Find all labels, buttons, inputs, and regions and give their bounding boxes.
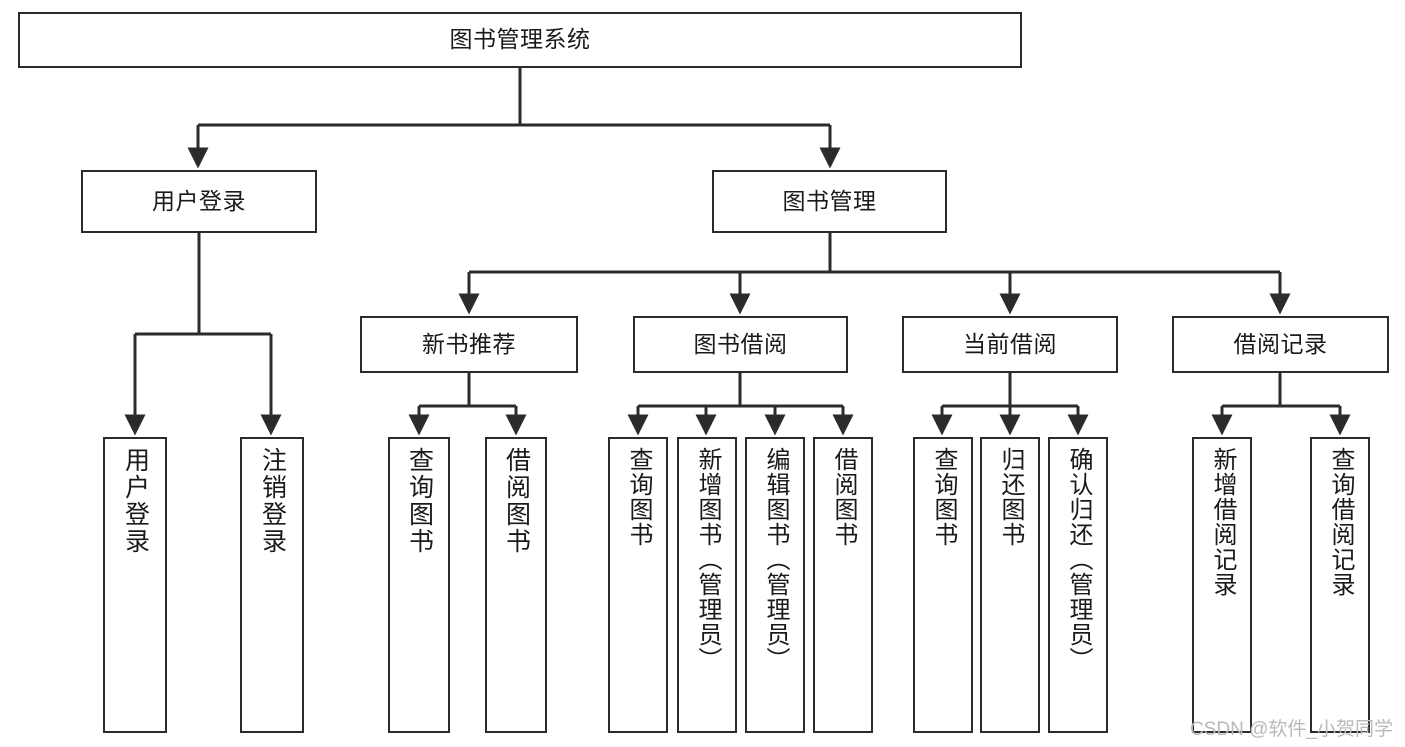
edge-current-borrow-to-leaves	[931, 373, 1089, 436]
node-label: 当前借阅	[963, 330, 1057, 357]
node-label: 查询借阅记录	[1327, 447, 1354, 597]
leaf-borrow-record-query[interactable]: 查询借阅记录	[1310, 437, 1370, 733]
node-book-borrow[interactable]: 图书借阅	[633, 316, 848, 373]
node-label: 注销登录	[258, 447, 287, 555]
node-label: 新增借阅记录	[1209, 447, 1236, 597]
edge-book-mgmt-to-level2	[458, 233, 1291, 315]
leaf-current-borrow-query[interactable]: 查询图书	[913, 437, 973, 733]
node-label: 查询图书	[625, 447, 652, 547]
leaf-current-borrow-confirm-return[interactable]: 确认归还（管理员）	[1048, 437, 1108, 733]
node-root-system[interactable]: 图书管理系统	[18, 12, 1022, 68]
leaf-current-borrow-return[interactable]: 归还图书	[980, 437, 1040, 733]
leaf-book-borrow-query[interactable]: 查询图书	[608, 437, 668, 733]
edge-root-to-level1	[187, 68, 841, 169]
node-label: 新增图书（管理员）	[694, 447, 721, 672]
node-label: 借阅图书	[830, 447, 857, 547]
node-label: 确认归还（管理员）	[1065, 447, 1092, 672]
edge-new-book-to-leaves	[408, 373, 527, 436]
node-label: 查询图书	[930, 447, 957, 547]
edge-user-login-to-leaves	[124, 233, 282, 436]
leaf-user-login-signout[interactable]: 注销登录	[240, 437, 304, 733]
node-label: 图书管理系统	[449, 26, 591, 53]
node-book-management[interactable]: 图书管理	[712, 170, 947, 233]
leaf-user-login-signin[interactable]: 用户登录	[103, 437, 167, 733]
node-borrow-record[interactable]: 借阅记录	[1172, 316, 1389, 373]
leaf-book-borrow-lend[interactable]: 借阅图书	[813, 437, 873, 733]
node-label: 归还图书	[997, 447, 1024, 547]
leaf-borrow-record-add[interactable]: 新增借阅记录	[1192, 437, 1252, 733]
node-label: 图书管理	[782, 187, 877, 214]
node-label: 新书推荐	[422, 330, 516, 357]
node-label: 用户登录	[152, 187, 246, 214]
node-label: 用户登录	[121, 447, 150, 555]
node-user-login[interactable]: 用户登录	[81, 170, 317, 233]
leaf-new-book-query[interactable]: 查询图书	[388, 437, 450, 733]
node-new-book-recommend[interactable]: 新书推荐	[360, 316, 578, 373]
edge-book-borrow-to-leaves	[627, 373, 854, 436]
node-current-borrow[interactable]: 当前借阅	[902, 316, 1118, 373]
node-label: 借阅记录	[1233, 330, 1328, 357]
node-label: 编辑图书（管理员）	[762, 447, 789, 672]
node-label: 查询图书	[405, 447, 434, 555]
node-label: 图书借阅	[693, 330, 788, 357]
edge-borrow-record-to-leaves	[1211, 373, 1351, 436]
leaf-new-book-borrow[interactable]: 借阅图书	[485, 437, 547, 733]
leaf-book-borrow-edit[interactable]: 编辑图书（管理员）	[745, 437, 805, 733]
leaf-book-borrow-add[interactable]: 新增图书（管理员）	[677, 437, 737, 733]
node-label: 借阅图书	[502, 447, 531, 555]
